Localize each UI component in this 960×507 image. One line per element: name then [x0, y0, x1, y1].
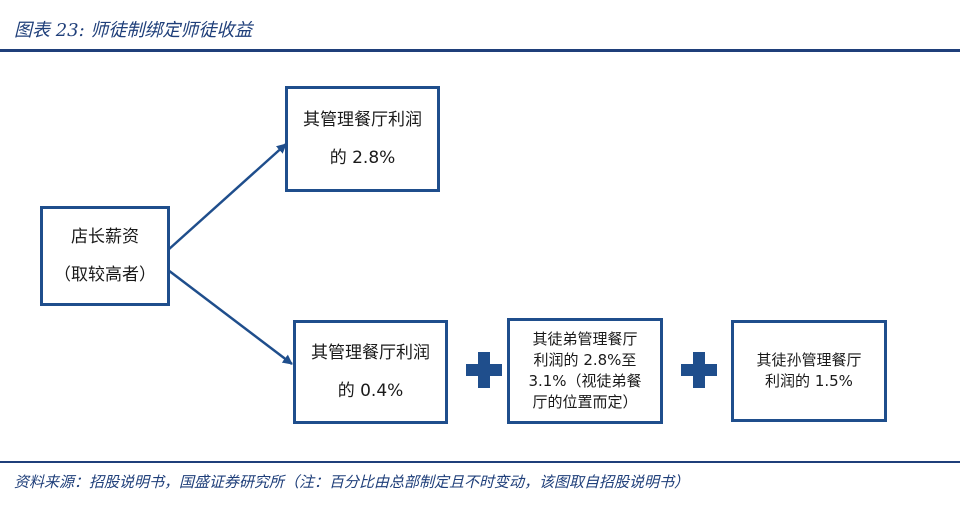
apprentice-profit-line1: 其徒弟管理餐厅 — [532, 330, 638, 348]
arrow-to-own-profit-low — [167, 269, 293, 365]
apprentice-profit-line4: 厅的位置而定） — [532, 393, 638, 411]
plus-icon — [466, 352, 502, 388]
own-profit-high-line2: 的 2.8% — [329, 148, 396, 168]
manager-salary-box: 店长薪资 （取较高者） — [40, 206, 170, 306]
own-profit-low-box: 其管理餐厅利润 的 0.4% — [293, 320, 448, 424]
own-profit-high-box: 其管理餐厅利润 的 2.8% — [285, 86, 440, 192]
manager-salary-line1: 店长薪资 — [71, 227, 139, 247]
grand-apprentice-profit-line1: 其徒孙管理餐厅 — [756, 351, 862, 369]
own-profit-low-line1: 其管理餐厅利润 — [311, 343, 430, 363]
figure-title: 图表 23: 师徒制绑定师徒收益 — [14, 20, 253, 41]
own-profit-high-line1: 其管理餐厅利润 — [303, 110, 422, 130]
top-divider — [0, 49, 960, 52]
apprentice-profit-line2: 利润的 2.8%至 — [533, 351, 637, 369]
grand-apprentice-profit-box: 其徒孙管理餐厅 利润的 1.5% — [731, 320, 887, 422]
own-profit-low-line2: 的 0.4% — [337, 381, 404, 401]
apprentice-profit-box: 其徒弟管理餐厅 利润的 2.8%至 3.1%（视徒弟餐 厅的位置而定） — [507, 318, 663, 424]
bottom-divider — [0, 461, 960, 463]
arrow-to-own-profit-high — [167, 143, 287, 251]
plus-icon — [681, 352, 717, 388]
manager-salary-line2: （取较高者） — [54, 265, 156, 285]
source-note: 资料来源：招股说明书，国盛证券研究所（注：百分比由总部制定且不时变动，该图取自招… — [14, 473, 690, 491]
grand-apprentice-profit-line2: 利润的 1.5% — [765, 372, 853, 390]
apprentice-profit-line3: 3.1%（视徒弟餐 — [528, 372, 642, 390]
